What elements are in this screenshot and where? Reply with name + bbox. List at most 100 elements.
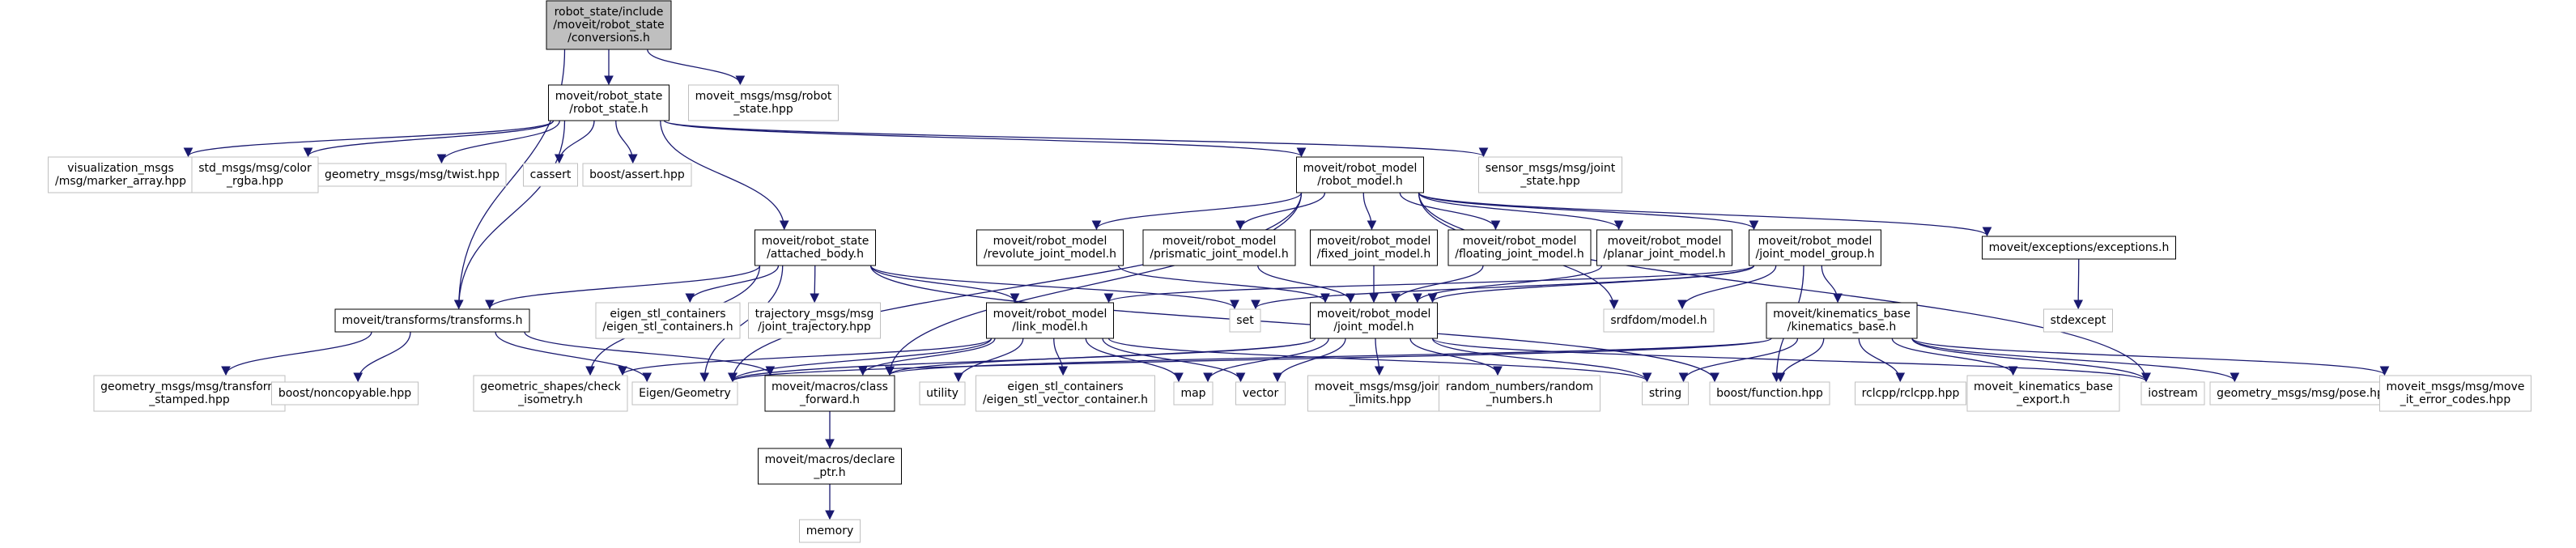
edge-transforms-to-eigen-geometry (495, 331, 652, 383)
node-memory: memory (799, 519, 861, 543)
node-box (1310, 229, 1438, 266)
node-label-line: moveit/kinematics_base (1773, 308, 1911, 321)
node-box (93, 375, 286, 412)
node-transforms[interactable]: moveit/transforms/transforms.h (334, 308, 530, 333)
node-declare-ptr[interactable]: moveit/macros/declare_ptr.h (758, 448, 902, 485)
node-box (334, 308, 530, 333)
node-label-line: /planar_joint_model.h (1604, 248, 1726, 261)
node-box (1235, 381, 1286, 406)
node-floating[interactable]: moveit/robot_model/floating_joint_model.… (1447, 229, 1592, 266)
node-label-line: moveit/robot_state (762, 235, 869, 248)
node-label-line: _export.h (2016, 393, 2070, 406)
node-label-line: memory (806, 525, 854, 537)
edge-attached-body-to-boost-function (869, 265, 1719, 383)
node-eigen-stl-containers: eigen_stl_containers/eigen_stl_container… (595, 302, 741, 339)
edge-joint-model-to-random-numbers (1409, 338, 1503, 376)
node-label-line: /revolute_joint_model.h (984, 248, 1116, 261)
node-box (271, 381, 419, 406)
edge-link-model-to-check-isometry (618, 338, 993, 376)
edge-robot-state-h-to-marker-array (183, 120, 555, 158)
node-robot-model-h[interactable]: moveit/robot_model/robot_model.h (1296, 156, 1424, 193)
node-label-line: _it_error_codes.hpp (2400, 393, 2511, 406)
node-label-line: _numbers.h (1486, 393, 1553, 406)
node-kinematics-base[interactable]: moveit/kinematics_base/kinematics_base.h (1766, 302, 1918, 339)
node-revolute[interactable]: moveit/robot_model/revolute_joint_model.… (976, 229, 1124, 266)
node-label-line: _stamped.hpp (148, 393, 230, 406)
node-box (1855, 381, 1966, 406)
node-label-line: geometry_msgs/msg/pose.hpp (2217, 387, 2391, 400)
node-robot-state-h[interactable]: moveit/robot_state/robot_state.h (548, 84, 670, 121)
edge-robot-state-h-to-joint-state (663, 120, 1488, 158)
node-conversions: robot_state/include/moveit/robot_state/c… (546, 0, 672, 50)
node-planar[interactable]: moveit/robot_model/planar_joint_model.h (1596, 229, 1732, 266)
node-box (1447, 229, 1592, 266)
node-label-line: /floating_joint_model.h (1455, 248, 1583, 261)
node-box (2043, 308, 2113, 333)
node-box (755, 229, 876, 266)
node-label-line: moveit_msgs/msg/robot (695, 90, 832, 103)
node-stdexcept: stdexcept (2043, 308, 2113, 333)
node-utility: utility (919, 381, 966, 406)
node-label-line: random_numbers/random (1446, 380, 1593, 393)
node-label-line: /msg/marker_array.hpp (55, 175, 186, 188)
node-box (1296, 156, 1424, 193)
node-fixed[interactable]: moveit/robot_model/fixed_joint_model.h (1310, 229, 1438, 266)
node-prismatic[interactable]: moveit/robot_model/prismatic_joint_model… (1142, 229, 1296, 266)
edge-attached-body-to-link-model (869, 265, 1020, 304)
node-eigen-geometry: Eigen/Geometry (631, 381, 738, 406)
node-label-line: eigen_stl_containers (1007, 380, 1123, 393)
edge-link-model-to-eigen-geometry (728, 338, 993, 383)
node-joint-limits: moveit_msgs/msg/joint_limits.hpp (1307, 375, 1453, 412)
node-box (631, 381, 738, 406)
node-label-line: rclcpp/rclcpp.hpp (1862, 387, 1960, 400)
node-box (1439, 375, 1600, 412)
node-box (582, 163, 692, 187)
edge-joint-model-to-eigen-geometry (728, 338, 1316, 383)
node-label-line: cassert (530, 168, 572, 181)
node-joint-state: sensor_msgs/msg/joint_state.hpp (1478, 156, 1622, 193)
node-label-line: /eigen_stl_containers.h (602, 321, 733, 333)
edge-jmg-to-srdfdom (1677, 265, 1777, 310)
node-label-line: moveit_kinematics_base (1974, 380, 2113, 393)
edge-robot-state-h-to-transforms (453, 120, 566, 310)
edge-link-model-to-utility (954, 338, 1024, 383)
node-random-numbers: random_numbers/random_numbers.h (1439, 375, 1600, 412)
node-noncopyable: boost/noncopyable.hpp (271, 381, 419, 406)
node-jmg[interactable]: moveit/robot_model/joint_model_group.h (1749, 229, 1881, 266)
edge-robot-state-h-to-attached-body (660, 120, 789, 231)
edge-robot-state-h-to-color-rgba (303, 120, 555, 158)
node-label-line: /kinematics_base.h (1787, 321, 1896, 333)
node-joint-model[interactable]: moveit/robot_model/joint_model.h (1310, 302, 1438, 339)
node-label-line: /eigen_stl_vector_container.h (983, 393, 1148, 406)
node-set: set (1229, 308, 1261, 333)
node-label-line: trajectory_msgs/msg (755, 308, 874, 321)
node-class-forward[interactable]: moveit/macros/class_forward.h (764, 375, 895, 412)
node-label-line: std_msgs/msg/color (198, 162, 312, 175)
edge-exceptions-to-stdexcept (2073, 258, 2084, 310)
node-label-line: set (1236, 314, 1254, 327)
node-box (473, 375, 628, 412)
node-box (546, 0, 672, 50)
node-label-line: moveit/robot_model (1303, 162, 1418, 175)
edge-kinematics-base-to-iostream (1911, 338, 2151, 383)
node-exceptions[interactable]: moveit/exceptions/exceptions.h (1982, 236, 2176, 260)
node-robot-state-msg: moveit_msgs/msg/robot_state.hpp (688, 84, 839, 121)
edge-planar-to-joint-model (1413, 265, 1603, 304)
node-attached-body[interactable]: moveit/robot_state/attached_body.h (755, 229, 876, 266)
edge-conversions-to-robot-state-msg (647, 49, 746, 86)
edge-robot-state-h-to-robot-model-h (663, 120, 1306, 158)
node-box (1603, 308, 1715, 333)
node-label-line: boost/noncopyable.hpp (278, 387, 411, 400)
node-box (764, 375, 895, 412)
node-link-model[interactable]: moveit/robot_model/link_model.h (986, 302, 1114, 339)
edge-attached-body-to-traj-msgs (810, 265, 820, 304)
node-srdfdom: srdfdom/model.h (1603, 308, 1715, 333)
edge-revolute-to-joint-model (1117, 265, 1330, 304)
edge-kinematics-base-to-class-forward (885, 338, 1772, 376)
edge-robot-model-h-to-eigen-geometry (728, 192, 1303, 383)
node-label-line: moveit/robot_model (1163, 235, 1277, 248)
node-box (1173, 381, 1214, 406)
node-box (919, 381, 966, 406)
edge-joint-model-to-joint-limits (1374, 338, 1384, 376)
node-label-line: geometry_msgs/msg/twist.hpp (325, 168, 499, 181)
